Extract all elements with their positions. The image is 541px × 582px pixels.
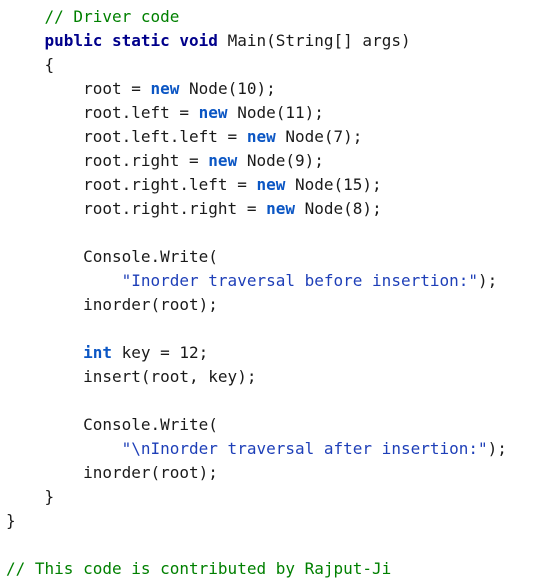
code-line: root.right = new Node(9); <box>6 149 507 173</box>
code-token: // Driver code <box>44 7 180 26</box>
code-token <box>6 271 122 290</box>
code-line: } <box>6 509 507 533</box>
code-line <box>6 317 507 341</box>
code-token: Node(7); <box>275 127 363 146</box>
code-line: Console.Write( <box>6 245 507 269</box>
code-token: root = <box>6 79 151 98</box>
code-token: inorder(root); <box>6 295 218 314</box>
code-line: { <box>6 53 507 77</box>
code-line: root.left.left = new Node(7); <box>6 125 507 149</box>
code-token: { <box>6 55 55 74</box>
code-token: root.right.right = <box>6 199 267 218</box>
code-line: inorder(root); <box>6 461 507 485</box>
code-token: static <box>111 31 170 50</box>
code-token <box>6 439 122 458</box>
code-token: ); <box>487 439 507 458</box>
code-token: new <box>266 199 295 218</box>
code-token: Main(String[] args) <box>217 31 411 50</box>
code-line: public static void Main(String[] args) <box>6 29 507 53</box>
code-line: // Driver code <box>6 5 507 29</box>
code-token: Node(8); <box>295 199 382 218</box>
code-token: root.right = <box>6 151 209 170</box>
code-token <box>102 31 112 50</box>
code-line: inorder(root); <box>6 293 507 317</box>
code-block: // Driver code public static void Main(S… <box>6 5 507 581</box>
code-token: new <box>246 127 276 146</box>
code-token: int <box>83 343 112 362</box>
code-line: root.left = new Node(11); <box>6 101 507 125</box>
code-token: Node(9); <box>237 151 324 170</box>
code-token: root.left = <box>6 103 199 122</box>
code-line <box>6 221 507 245</box>
code-line: "\nInorder traversal after insertion:"); <box>6 437 507 461</box>
code-line: "Inorder traversal before insertion:"); <box>6 269 507 293</box>
code-token: Node(10); <box>179 79 276 98</box>
code-token <box>6 31 45 50</box>
code-token: root.right.left = <box>6 175 257 194</box>
code-token: ); <box>478 271 498 290</box>
code-line: // This code is contributed by Rajput-Ji <box>6 557 507 581</box>
code-token: Node(11); <box>227 103 324 122</box>
code-token: "Inorder traversal before insertion:" <box>121 271 479 290</box>
code-token: Node(15); <box>285 175 382 194</box>
code-token: key = 12; <box>111 343 209 362</box>
code-token: root.left.left = <box>6 127 247 146</box>
code-token: inorder(root); <box>6 463 218 482</box>
code-token: public <box>44 31 103 50</box>
code-line: root = new Node(10); <box>6 77 507 101</box>
code-token: } <box>6 487 55 506</box>
code-token <box>6 7 45 26</box>
code-token <box>6 343 83 362</box>
code-token: insert(root, key); <box>6 367 257 386</box>
code-token: new <box>208 151 238 170</box>
code-line <box>6 389 507 413</box>
code-token: } <box>6 511 16 530</box>
code-line: root.right.right = new Node(8); <box>6 197 507 221</box>
code-line <box>6 533 507 557</box>
code-line: root.right.left = new Node(15); <box>6 173 507 197</box>
code-token: new <box>198 103 228 122</box>
code-line: } <box>6 485 507 509</box>
code-token: Console.Write( <box>6 415 218 434</box>
code-token: Console.Write( <box>6 247 218 266</box>
code-token: // This code is contributed by Rajput-Ji <box>6 559 392 578</box>
code-line: int key = 12; <box>6 341 507 365</box>
code-token: new <box>150 79 180 98</box>
code-line: insert(root, key); <box>6 365 507 389</box>
code-token: "\nInorder traversal after insertion:" <box>121 439 488 458</box>
code-line: Console.Write( <box>6 413 507 437</box>
code-token: void <box>179 31 218 50</box>
code-token <box>170 31 180 50</box>
code-token: new <box>256 175 286 194</box>
